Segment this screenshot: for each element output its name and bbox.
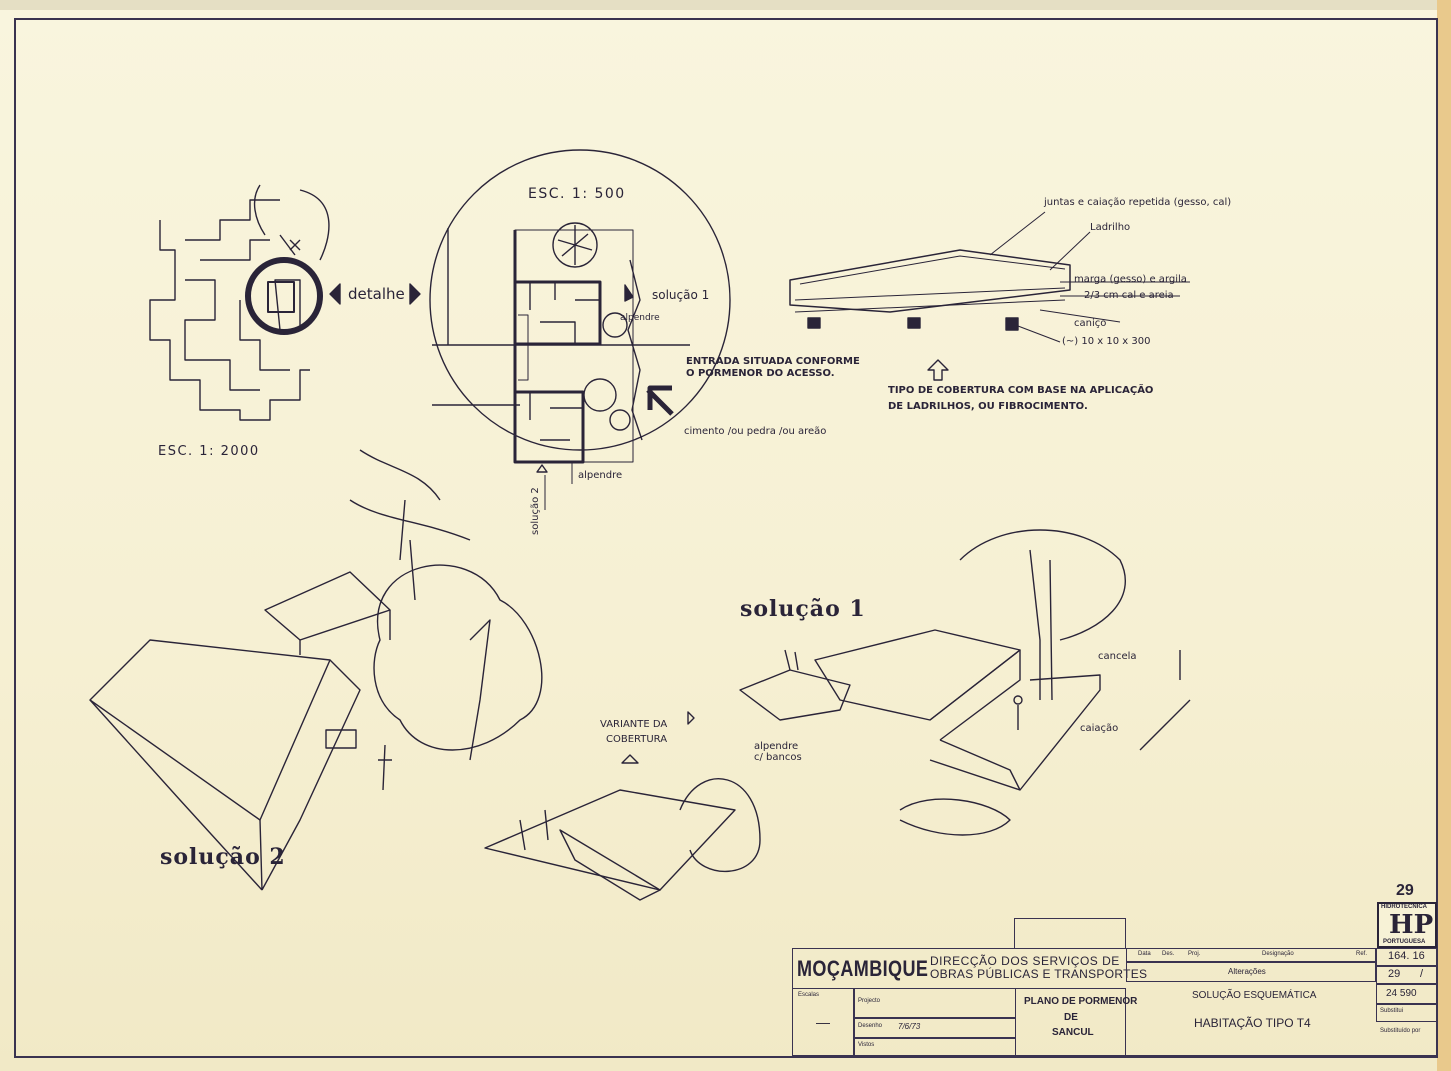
tb-col-data: Data (1138, 951, 1151, 957)
tb-plan-line1: PLANO DE PORMENOR (1024, 996, 1138, 1007)
cancela-label: cancela (1098, 651, 1137, 662)
tb-col-des: Des. (1162, 951, 1175, 957)
perspective-solucao-1 (739, 529, 1191, 836)
tb-plan-line2: DE (1064, 1012, 1078, 1023)
logo-bottom-text: PORTUGUESA (1383, 939, 1426, 945)
solucao-2-title: solução 2 (160, 844, 286, 870)
tb-alteracoes-row (1126, 962, 1376, 982)
perspective-solucao-2 (89, 449, 543, 891)
logo-mark: HP (1389, 910, 1434, 940)
tb-sheet-value: 29 (1388, 968, 1401, 980)
alpendre-label-1: alpendre (620, 313, 660, 323)
tb-substitui-cell (1376, 1004, 1438, 1022)
tb-projecto-cell (854, 988, 1016, 1018)
pavement-note: cimento /ou pedra /ou areão (684, 426, 827, 437)
detail-plan (429, 149, 731, 510)
tb-upper-box (1014, 918, 1126, 948)
perspective-variante (484, 711, 761, 901)
tb-main-title: HABITAÇÃO TIPO T4 (1194, 1016, 1311, 1030)
paper-top-edge (0, 0, 1451, 10)
roof-label-beam: (~) 10 x 10 x 300 (1062, 336, 1151, 347)
alpendre-label-2: alpendre (578, 470, 623, 481)
variante-line1: VARIANTE DA (600, 719, 668, 730)
detalhe-label: detalhe (348, 285, 405, 303)
solucao-1-title: solução 1 (740, 596, 866, 622)
tb-projecto-label: Projecto (858, 998, 881, 1004)
tb-country: MOÇAMBIQUE (797, 956, 929, 981)
solucao-1-marker: solução 1 (652, 288, 710, 302)
drawing-frame (14, 18, 1438, 1058)
tb-sheet-cell (1376, 966, 1438, 984)
roof-caption-line1: TIPO DE COBERTURA COM BASE NA APLICAÇÃO (888, 385, 1154, 396)
tb-substitui-label: Substitui (1380, 1008, 1404, 1014)
logo-top-text: HIDROTÉCNICA (1381, 904, 1427, 910)
tb-desenho-cell (854, 1018, 1016, 1038)
scale-site-label: ESC. 1: 2000 (158, 444, 260, 459)
tb-escalas-value: — (816, 1014, 830, 1030)
sheet-number: 29 (1396, 882, 1414, 899)
roof-label-juntas: juntas e caiação repetida (gesso, cal) (1044, 197, 1232, 208)
paper-right-edge (1437, 0, 1451, 1071)
tb-sheet-sep: / (1420, 968, 1424, 980)
tb-desenho-value: 7/6/73 (898, 1022, 921, 1031)
tb-code-cell (1376, 984, 1438, 1004)
roof-caption-line2: DE LADRILHOS, OU FIBROCIMENTO. (888, 401, 1088, 412)
roof-label-marga: marga (gesso) e argila (1074, 274, 1187, 285)
tb-escalas-label: Escalas (798, 992, 820, 998)
tb-subtitle: SOLUÇÃO ESQUEMÁTICA (1192, 990, 1317, 1001)
entrada-note-line1: ENTRADA SITUADA CONFORME (686, 356, 860, 367)
site-plan (149, 184, 330, 421)
scale-detail-label: ESC. 1: 500 (528, 186, 626, 202)
tb-code-value: 24 590 (1386, 988, 1417, 999)
alpendre-bancos-line1: alpendre (754, 741, 799, 752)
roof-section (789, 211, 1190, 381)
caiacao-label: caiação (1080, 723, 1119, 734)
tb-revision-header (1126, 948, 1376, 962)
tb-substituido-label: Substituído por (1380, 1028, 1421, 1034)
hidrotecnica-logo: HIDROTÉCNICA HP PORTUGUESA (1377, 902, 1437, 948)
tb-department-line1: DIRECÇÃO DOS SERVIÇOS DE (930, 954, 1120, 968)
roof-label-canico: caniço (1074, 318, 1107, 329)
tb-escalas-cell (792, 988, 854, 1056)
tb-alteracoes-label: Alterações (1228, 967, 1266, 976)
tb-col-designacao: Designação (1262, 951, 1294, 957)
tb-col-ref: Ref. (1356, 951, 1368, 957)
tb-plan-line3: SANCUL (1052, 1027, 1094, 1038)
roof-label-ladrilho: Ladrilho (1090, 222, 1131, 233)
tb-ref-value: 164. 16 (1388, 950, 1425, 962)
tb-department-line2: OBRAS PÚBLICAS E TRANSPORTES (930, 967, 1148, 981)
solucao-2-marker: solução 2 (530, 487, 541, 535)
roof-label-cal: 2/3 cm cal e areia (1084, 290, 1174, 301)
variante-line2: COBERTURA (606, 734, 668, 745)
tb-desenho-label: Desenho (858, 1023, 883, 1029)
tb-ref-cell (1376, 948, 1438, 966)
alpendre-bancos-line2: c/ bancos (754, 752, 802, 763)
tb-vistos-cell (854, 1038, 1016, 1056)
tb-col-proj: Proj. (1188, 951, 1201, 957)
tb-vistos-label: Vistos (858, 1042, 875, 1048)
entrada-note-line2: O PORMENOR DO ACESSO. (686, 368, 835, 379)
